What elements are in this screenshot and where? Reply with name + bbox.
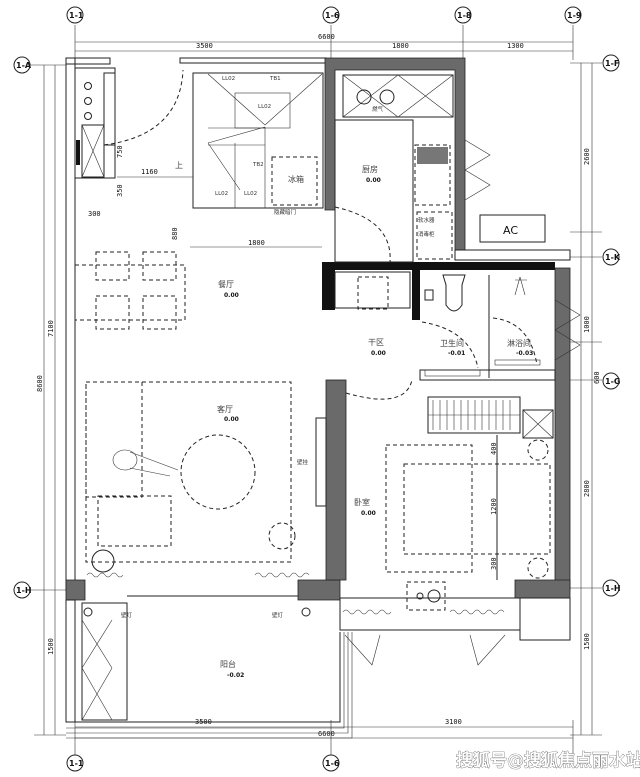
room-bedroom-level: 0.00 — [361, 510, 376, 517]
axis-bottom-1: 1-1 — [69, 759, 84, 768]
dim-right-3: 600 — [593, 371, 601, 384]
top-axis-bubbles: 1-1 1-6 1-8 1-9 — [66, 6, 582, 24]
cabinet-code: LL02 — [258, 104, 271, 110]
room-dining-level: 0.00 — [224, 292, 239, 299]
room-dry-area-level: 0.00 — [371, 350, 386, 357]
dim-1160: 1160 — [141, 168, 158, 176]
room-bedroom-name: 卧室 — [354, 497, 370, 507]
dim-bed-300: 300 — [490, 557, 498, 570]
room-bathroom-level: -0.01 — [448, 350, 465, 357]
cabinet-code: LL02 — [244, 191, 257, 197]
axis-bottom-2: 1-6 — [325, 759, 340, 768]
room-balcony-level: -0.02 — [227, 672, 244, 679]
tb2-label: TB2 — [252, 162, 264, 168]
cabinet-code: LL02 — [215, 191, 228, 197]
stair-up-label: 上 — [175, 161, 183, 170]
dim-300: 300 — [88, 210, 101, 218]
room-balcony-name: 阳台 — [220, 659, 236, 669]
top-dimensions: 6600 3500 1800 1300 — [74, 25, 574, 60]
axis-left-1: 1-A — [16, 61, 32, 70]
watermark: 搜狐号@搜狐焦点丽水站 — [456, 750, 640, 771]
axis-top-2: 1-6 — [325, 11, 340, 20]
dim-right-2: 1000 — [583, 316, 591, 333]
axis-top-1: 1-1 — [69, 11, 84, 20]
axis-top-3: 1-8 — [457, 11, 472, 20]
room-dry-area-name: 干区 — [368, 338, 384, 347]
right-dimensions: 2600 1000 600 2800 1500 1-F 1-K 1-G 1-H — [570, 54, 621, 736]
dim-top-3: 1300 — [507, 42, 524, 50]
axis-top-4: 1-9 — [567, 11, 582, 20]
axis-right-4: 1-H — [605, 584, 621, 593]
dim-top-1: 3500 — [196, 42, 213, 50]
dim-right-5: 1500 — [583, 633, 591, 650]
dim-left-1: 7100 — [47, 320, 55, 337]
bedroom: 400 1200 300 卧室 0.00 — [342, 379, 554, 666]
living-room: 客厅 0.00 壁挂 — [85, 381, 327, 578]
dim-350: 350 — [116, 184, 124, 197]
room-kitchen-name: 厨房 — [362, 164, 378, 174]
bathroom-area: 干区 0.00 卫生间 -0.01 淋浴间 -0.03 — [334, 271, 581, 378]
dim-left-2: 1500 — [47, 638, 55, 655]
stove-label: 燃气 — [372, 105, 384, 113]
balcony: 壁灯 壁灯 阳台 -0.02 — [81, 595, 311, 721]
dim-400: 400 — [490, 442, 498, 455]
room-living-name: 客厅 — [217, 404, 233, 414]
dim-left-total: 8600 — [36, 375, 44, 392]
dim-right-4: 2800 — [583, 480, 591, 497]
fridge-label: 冰箱 — [288, 174, 304, 184]
dim-750: 750 — [116, 145, 124, 158]
dining-room: 餐厅 0.00 — [74, 251, 239, 330]
room-shower-name: 淋浴间 — [507, 338, 531, 348]
left-dimensions: 8600 7100 1500 1-A 1-H — [13, 56, 66, 736]
stair-area: 冰箱 LL02 LL02 LL02 LL02 TB1 TB2 隐藏暗门 上 11… — [74, 67, 324, 248]
dim-1800: 1800 — [248, 239, 265, 247]
hidden-door-label: 隐藏暗门 — [274, 208, 296, 216]
tb1-label: TB1 — [269, 76, 281, 82]
room-shower-level: -0.03 — [516, 350, 533, 357]
axis-right-3: 1-G — [605, 377, 620, 386]
dim-top-2: 1800 — [392, 42, 409, 50]
wall-lamp-right-label: 壁灯 — [272, 611, 284, 619]
dim-top-total: 6600 — [318, 33, 335, 41]
dim-bottom-2: 3100 — [445, 718, 462, 726]
axis-left-2: 1-H — [16, 586, 32, 595]
kitchen: 燃气 厨房 0.00 软水器 消毒柜 AC — [334, 74, 546, 263]
room-dining-name: 餐厅 — [218, 280, 234, 289]
room-kitchen-level: 0.00 — [366, 177, 381, 184]
dim-880: 880 — [171, 227, 179, 240]
dim-right-1: 2600 — [583, 148, 591, 165]
ac-label: AC — [503, 224, 518, 237]
wall-lamp-left-label: 壁灯 — [121, 611, 133, 619]
axis-right-1: 1-F — [605, 59, 619, 68]
tv-wall-label: 壁挂 — [297, 458, 309, 466]
dim-bottom-total: 6600 — [318, 730, 335, 738]
axis-right-2: 1-K — [605, 253, 621, 262]
room-living-level: 0.00 — [224, 416, 239, 423]
water-softener-label: 软水器 — [418, 216, 435, 224]
room-bathroom-name: 卫生间 — [440, 338, 464, 348]
dim-1200: 1200 — [490, 498, 498, 515]
cabinet-code: LL02 — [222, 76, 235, 82]
disinfection-cabinet-label: 消毒柜 — [418, 230, 435, 238]
